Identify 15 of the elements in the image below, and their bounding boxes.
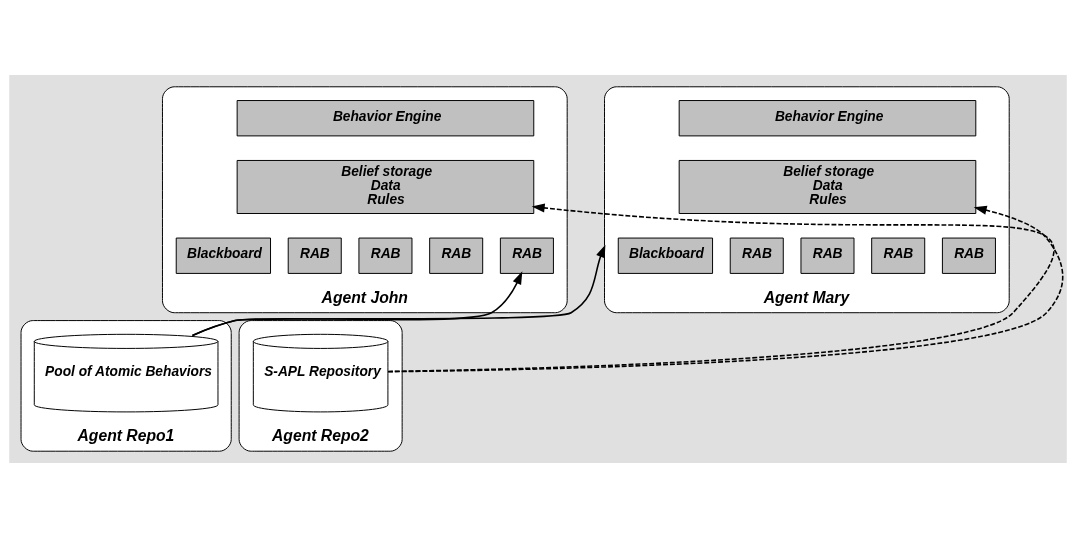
node-box: RAB <box>429 237 484 274</box>
node-box: RAB <box>499 237 554 274</box>
node-box: RAB <box>800 237 855 274</box>
node-box: Blackboard <box>175 237 271 274</box>
node-box: Blackboard <box>617 237 714 274</box>
node-box: RAB <box>871 237 926 274</box>
node-box: RAB <box>358 237 413 274</box>
node-box: RAB <box>941 237 996 274</box>
node-box: Behavior Engine <box>236 100 535 137</box>
node-box: RAB <box>729 237 784 274</box>
node-box: Behavior Engine <box>678 100 977 137</box>
node-box: Belief storage Data Rules <box>678 159 977 214</box>
arrow <box>191 244 606 337</box>
node-box: RAB <box>287 237 342 274</box>
node-box: Belief storage Data Rules <box>236 159 535 214</box>
